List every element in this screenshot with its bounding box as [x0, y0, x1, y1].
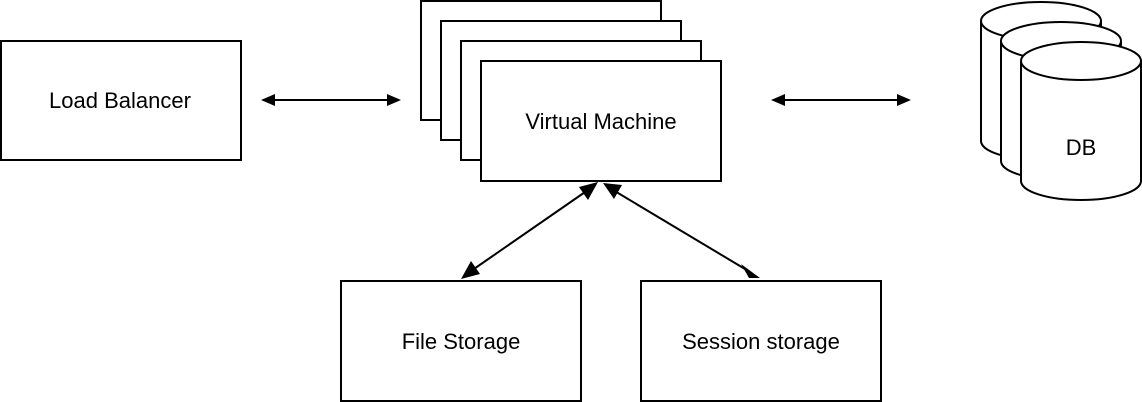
edge-virtual-machine-session-storage [603, 183, 760, 278]
edge-load-balancer-virtual-machine [261, 94, 401, 106]
edge-virtual-machine-db [771, 94, 911, 106]
db-stack: DB [980, 1, 1142, 201]
virtual-machine-label: Virtual Machine [525, 109, 676, 134]
arrowhead-left [771, 94, 785, 106]
arrowhead-left [261, 94, 275, 106]
session-storage-node: Session storage [640, 280, 882, 402]
arrowhead-bottom [741, 264, 760, 278]
session-storage-label: Session storage [682, 329, 840, 354]
file-storage-label: File Storage [402, 329, 521, 354]
load-balancer-label: Load Balancer [49, 88, 191, 113]
arrowhead-bottom [461, 261, 480, 279]
virtual-machine-node: Virtual Machine [480, 60, 722, 182]
arrowhead-top [579, 182, 598, 200]
virtual-machine-stack: Virtual Machine [420, 0, 722, 182]
db-label: DB [1066, 135, 1097, 160]
arrowhead-top [603, 183, 622, 199]
db-node: DB [1020, 41, 1142, 201]
file-storage-node: File Storage [340, 280, 582, 402]
arrowhead-right [897, 94, 911, 106]
arrowhead-right [387, 94, 401, 106]
load-balancer-node: Load Balancer [0, 40, 242, 161]
edge-virtual-machine-file-storage [461, 182, 598, 279]
